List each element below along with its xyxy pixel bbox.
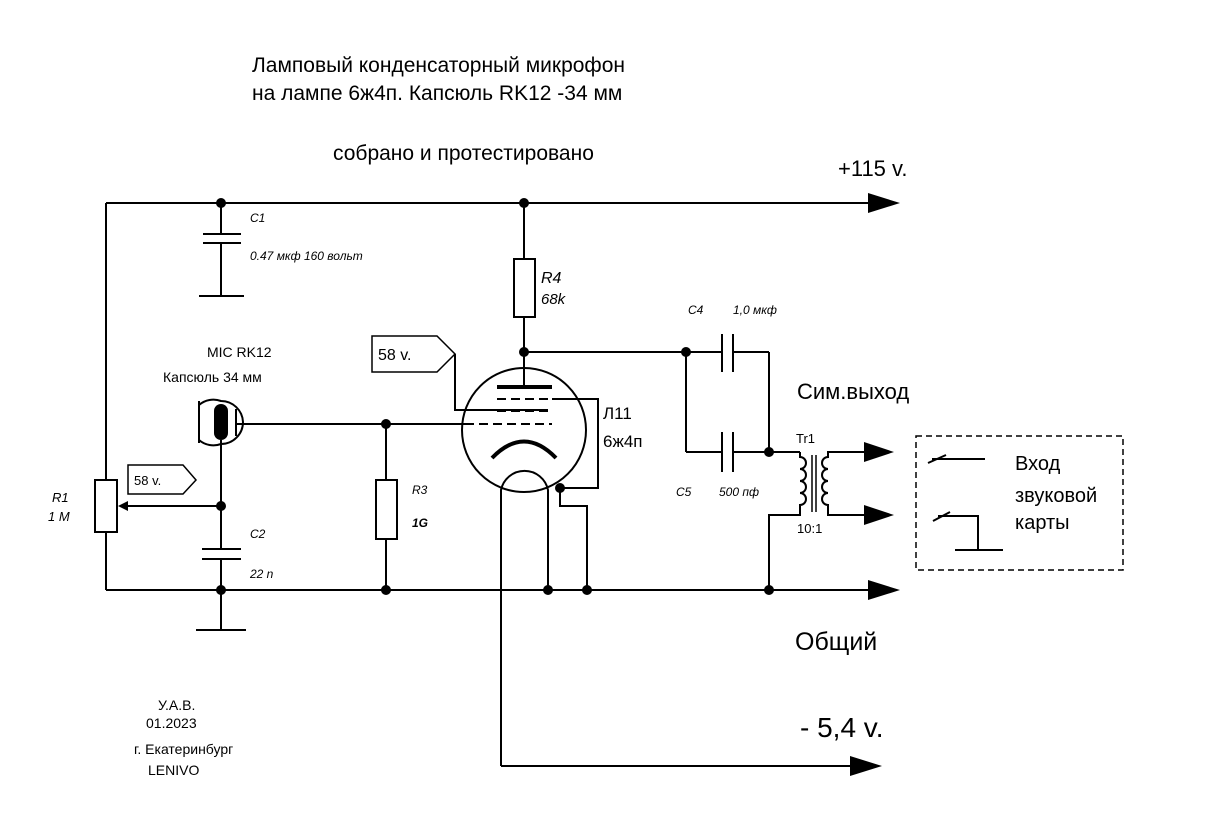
transformer-tr1 [768, 442, 894, 590]
microphone-capsule [198, 398, 386, 506]
voltage-flag-1 [127, 464, 198, 495]
c1-ref: C1 [250, 211, 265, 225]
common-rail-arrow [868, 580, 900, 600]
tr1-ref: Tr1 [796, 431, 815, 446]
tube-ref: Л11 [603, 404, 632, 423]
author-nick: LENIVO [148, 762, 199, 778]
common-rail [105, 532, 900, 600]
r4-value: 68k [541, 291, 567, 308]
junction-dots [216, 198, 774, 595]
mic-value: Капсюль 34 мм [163, 369, 262, 385]
minus-rail-arrow [850, 756, 882, 776]
plus-rail-label: +115 v. [838, 156, 908, 181]
card-label-line-2: звуковой [1015, 485, 1097, 507]
c4-value: 1,0 мкф [733, 303, 777, 317]
sound-card-box [915, 435, 1124, 571]
output-arrow-1 [864, 442, 894, 462]
output-arrow-2 [864, 505, 894, 525]
minus-rail [500, 590, 882, 776]
mic-ref: MIC RK12 [207, 344, 272, 360]
common-rail-label: Общий [795, 628, 877, 656]
resistor-r4 [513, 203, 536, 352]
r1-ref: R1 [52, 490, 69, 505]
c2-value: 22 n [249, 567, 274, 581]
tube-type: 6ж4п [603, 432, 643, 451]
potentiometer-r1 [94, 479, 221, 533]
c2-ref: C2 [250, 527, 266, 541]
r3-value: 1G [412, 516, 428, 530]
voltage-flag-2-text: 58 v. [378, 347, 412, 364]
author-city: г. Екатеринбург [134, 741, 233, 757]
capacitor-c1 [199, 203, 244, 297]
balanced-output-label: Сим.выход [797, 379, 909, 404]
title-line-1: Ламповый конденсаторный микрофон [252, 54, 625, 77]
card-label-line-3: карты [1015, 512, 1070, 534]
title-line-3: собрано и протестировано [333, 142, 594, 165]
resistor-r3 [375, 424, 398, 590]
tr1-ratio: 10:1 [797, 521, 822, 536]
r3-ref: R3 [412, 483, 428, 497]
vacuum-tube [461, 352, 599, 590]
capacitor-c4 [721, 334, 770, 452]
capacitor-c2 [196, 506, 246, 631]
r4-ref: R4 [541, 270, 562, 287]
c1-value: 0.47 мкф 160 вольт [250, 249, 363, 263]
plus-rail [105, 193, 900, 480]
r1-value: 1 M [48, 509, 70, 524]
c5-value: 500 пф [719, 485, 759, 499]
plus-rail-arrow [868, 193, 900, 213]
author-name: У.А.В. [158, 697, 195, 713]
capacitor-c5 [685, 352, 800, 472]
card-label-line-1: Вход [1015, 453, 1061, 475]
voltage-flag-1-text: 58 v. [134, 473, 161, 488]
author-date: 01.2023 [146, 715, 197, 731]
minus-rail-label: - 5,4 v. [800, 712, 884, 743]
c4-ref: C4 [688, 303, 704, 317]
c5-ref: C5 [676, 485, 692, 499]
title-line-2: на лампе 6ж4п. Капсюль RK12 -34 мм [252, 82, 622, 105]
voltage-flag-2 [371, 335, 457, 373]
